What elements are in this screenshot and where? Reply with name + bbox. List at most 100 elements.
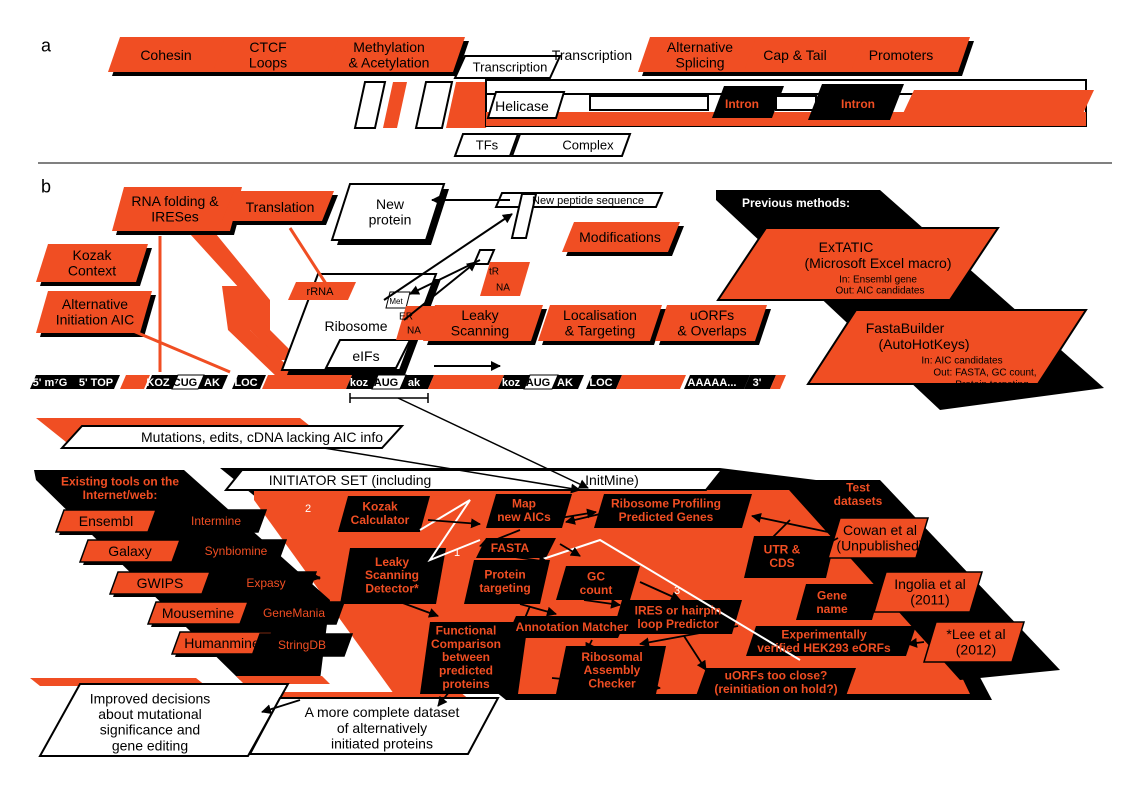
flow-arrow-4 <box>639 625 739 648</box>
initiator-set-header <box>223 469 725 491</box>
uorfs-too-close-box <box>696 668 856 696</box>
existing-tool-9-label: StringDB <box>278 638 326 652</box>
existing-tool-6-box <box>146 601 250 625</box>
intron-label-1: Intron <box>725 97 759 111</box>
existing-tool-0-label: Ensembl <box>79 513 133 529</box>
mrna-strip-seg-18 <box>744 375 776 389</box>
complex-label: Complex <box>562 138 614 153</box>
mrna-strip-label-14: 3' <box>753 377 762 389</box>
region-outline-1 <box>419 499 481 563</box>
flow-arrow-19 <box>749 519 791 561</box>
exon-box-2 <box>775 95 817 111</box>
tfs-box <box>453 133 520 157</box>
initmine-label: InitMine) <box>585 472 639 488</box>
utr-cds-label: UTR &CDS <box>764 542 801 569</box>
arrow-mutations-to-initmine <box>323 447 581 494</box>
leaky-scanning-detector-box <box>340 548 446 604</box>
mrna-strip-label-8: ak <box>408 377 421 389</box>
mrna-strip-label-12: LOC <box>589 377 612 389</box>
tool-number-2: 2 <box>305 503 311 515</box>
mrna-strip-seg-6 <box>232 375 266 389</box>
mrna-strip-label-3: CUG <box>173 377 197 389</box>
flow-arrow-15 <box>399 601 439 618</box>
eifs-box <box>324 339 412 369</box>
arrow-ribosome-to-peptide <box>383 213 513 301</box>
ribosomal-assembly-checker-box <box>556 646 666 694</box>
existing-tool-4-box <box>108 571 212 595</box>
extatic-box <box>716 227 1000 301</box>
rrna-box <box>288 282 356 300</box>
test-dataset-1-box <box>872 571 984 613</box>
trna-label-b: NA <box>496 283 510 294</box>
gene-end-orange <box>900 90 1094 120</box>
mrna-strip-label-1: 5' TOP <box>79 377 113 389</box>
cap-tail-label: Cap & Tail <box>763 47 827 63</box>
mrna-strip-label-5: LOC <box>234 377 257 389</box>
rna-folding-label: RNA folding &IRESes <box>131 193 219 225</box>
flow-arrow-3 <box>803 537 839 557</box>
map-new-aics-box <box>486 494 572 528</box>
tool-number-1: 1 <box>454 547 460 559</box>
helicase-box <box>486 91 566 119</box>
trna-label-a: tR <box>489 267 499 278</box>
intron-1 <box>712 86 784 118</box>
mrna-strip-seg-8 <box>346 375 378 389</box>
flow-arrow-7 <box>565 513 601 525</box>
mrna-strip-seg-11 <box>428 375 504 389</box>
kozak-calculator-box <box>338 496 430 532</box>
exon-box-1 <box>589 95 709 111</box>
panel-a-box-5 <box>744 37 864 72</box>
arrow-ribosome-to-trna <box>403 261 477 321</box>
mrna-strip-seg-16 <box>616 375 686 389</box>
strip-orange-2 <box>446 82 496 128</box>
existing-tool-5-label: Expasy <box>246 576 285 590</box>
mrna-strip-label-0: 5' m⁷G <box>33 377 68 389</box>
mrna-strip-seg-19 <box>770 375 786 389</box>
mrna-strip-seg-5 <box>198 375 228 389</box>
flow-arrow-9 <box>507 555 549 566</box>
transcription-box <box>453 55 562 79</box>
mrna-strip-label-7: AUG <box>374 377 398 389</box>
transcription-top-label: Transcription <box>552 47 632 63</box>
flow-arrow-14 <box>518 605 531 631</box>
existing-tool-6-label: Mousemine <box>162 605 235 621</box>
panel-a-box-1 <box>213 37 342 72</box>
extatic-name: ExTATIC <box>819 239 874 255</box>
fasta-label: FASTA <box>491 541 530 555</box>
flow-arrow-2 <box>907 637 925 648</box>
test-dataset-1-label: Ingolia et al(2011) <box>894 576 966 608</box>
mrna-strip-label-10: AUG <box>526 377 550 389</box>
localisation-label: Localisation& Targeting <box>563 307 637 339</box>
panel-label-a: a <box>41 35 52 55</box>
initiator-set-label: INITIATOR SET (including <box>269 472 432 488</box>
kozak-context-box <box>36 244 148 282</box>
mrna-strip-seg-15 <box>586 375 622 389</box>
test-dataset-2-label: *Lee et al(2012) <box>946 626 1005 658</box>
er-label-1: ER <box>399 312 413 323</box>
panel-a-box-6 <box>851 37 970 72</box>
extatic-in: In: Ensembl gene <box>839 275 917 286</box>
existing-tool-2-box <box>78 539 182 563</box>
mrna-strip-label-11: AK <box>557 377 573 389</box>
flow-arrow-8 <box>479 529 521 548</box>
intron-2 <box>808 84 904 120</box>
utr-cds-box <box>744 536 836 578</box>
trna-box <box>480 262 530 296</box>
modifications-label: Modifications <box>579 229 661 245</box>
flow-arrow-12 <box>519 603 557 617</box>
tfs-label: TFs <box>476 138 499 153</box>
promoters-label: Promoters <box>869 47 934 63</box>
